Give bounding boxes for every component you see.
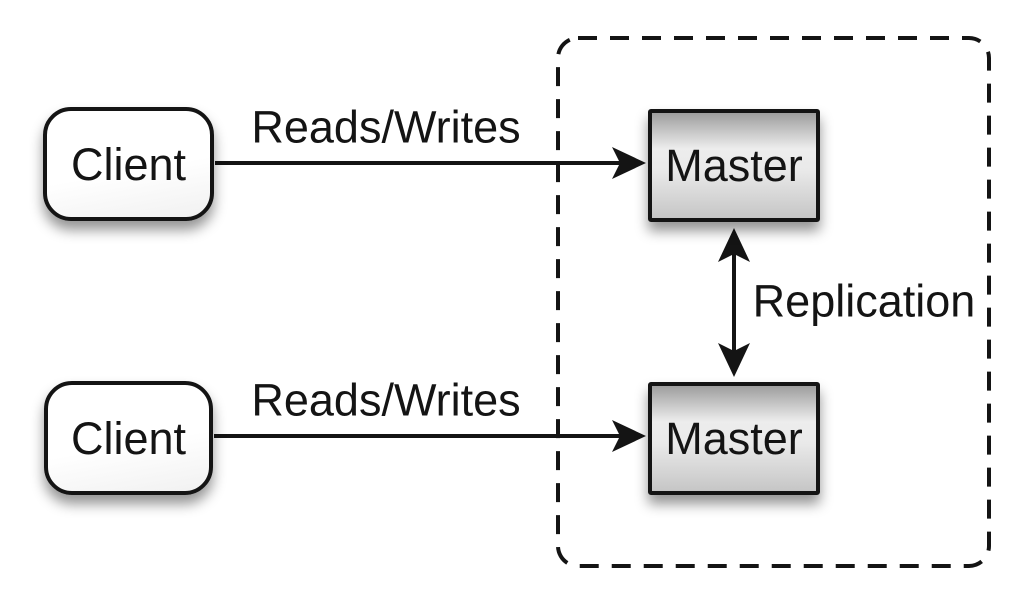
node-label: Master: [665, 413, 803, 464]
arrowhead-right-icon: [612, 420, 646, 452]
arrowhead-down-icon: [718, 343, 750, 377]
node-label: Client: [70, 412, 187, 464]
edge-replication: [718, 228, 750, 377]
edge-label-reads-writes-top: Reads/Writes: [251, 101, 521, 153]
edge-reads-writes-top: [215, 147, 646, 179]
edge-reads-writes-bottom: [214, 420, 646, 452]
node-label: Client: [70, 138, 187, 190]
edge-label-reads-writes-bottom: Reads/Writes: [251, 374, 521, 426]
edge-label-replication: Replication: [752, 275, 976, 327]
node-label: Master: [665, 140, 803, 191]
node-master-2: Master: [648, 382, 820, 495]
node-client-1: Client: [43, 107, 214, 221]
node-client-2: Client: [44, 381, 213, 495]
cluster-boundary: [556, 36, 991, 568]
arrowhead-up-icon: [718, 228, 750, 262]
arrowhead-right-icon: [612, 147, 646, 179]
node-master-1: Master: [648, 109, 820, 222]
